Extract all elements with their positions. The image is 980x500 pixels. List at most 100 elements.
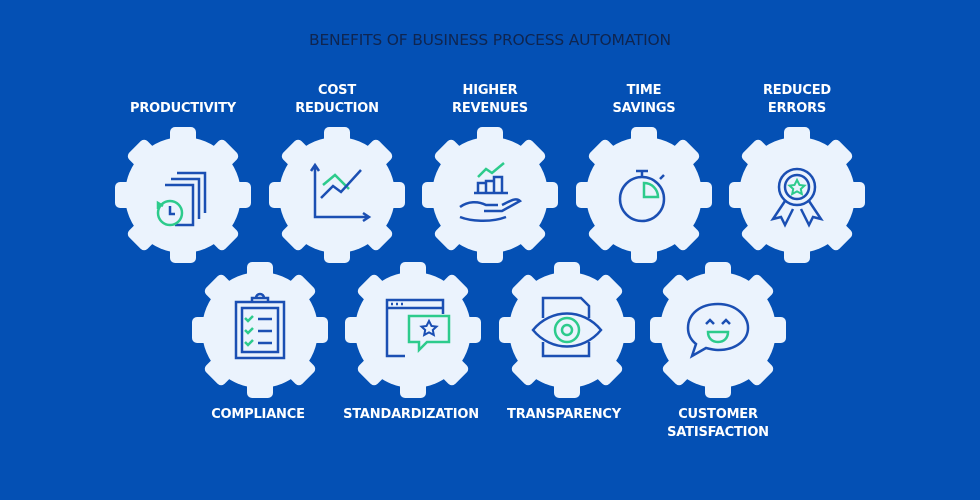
gear-tooth	[247, 378, 273, 398]
gear-tooth	[115, 182, 135, 208]
gear-tooth	[209, 221, 239, 251]
gear-tooth	[324, 127, 350, 147]
gear-tooth	[554, 262, 580, 282]
gear-tooth	[650, 317, 670, 343]
gear-tooth	[247, 262, 273, 282]
gear-tooth	[170, 243, 196, 263]
gear-tooth	[357, 356, 387, 386]
gear-tooth	[204, 274, 234, 304]
gear-tooth	[516, 139, 546, 169]
gear-tooth	[192, 317, 212, 343]
gear-tooth	[281, 221, 311, 251]
label-line: TRANSPARENCY	[507, 407, 621, 422]
gear-tooth	[269, 182, 289, 208]
gear-tooth	[670, 221, 700, 251]
gear-tooth	[434, 221, 464, 251]
gear-shape	[345, 262, 481, 398]
gear-tooth	[385, 182, 405, 208]
label-line: HIGHER	[462, 83, 518, 98]
gear-tooth	[538, 182, 558, 208]
gear-tooth	[705, 262, 731, 282]
label-line: SAVINGS	[612, 101, 676, 116]
gear-tooth	[741, 139, 771, 169]
gear-tooth	[231, 182, 251, 208]
gear-tooth	[588, 221, 618, 251]
gear-tooth	[363, 221, 393, 251]
label-customer-satisfaction: CUSTOMER SATISFACTION	[633, 406, 803, 442]
gear-customer-satisfaction	[648, 260, 788, 400]
gear-tooth	[784, 127, 810, 147]
gear-tooth	[823, 139, 853, 169]
gear-shape	[422, 127, 558, 263]
gear-tooth	[400, 378, 426, 398]
gear-tooth	[593, 356, 623, 386]
clock-documents-icon	[156, 171, 207, 227]
gear-tooth	[662, 274, 692, 304]
label-line: CUSTOMER	[678, 407, 758, 422]
gear-tooth	[286, 274, 316, 304]
gear-tooth	[434, 139, 464, 169]
label-line: PRODUCTIVITY	[130, 101, 236, 116]
gear-tooth	[554, 378, 580, 398]
gear-tooth	[170, 127, 196, 147]
gear-tooth	[744, 356, 774, 386]
gear-tooth	[729, 182, 749, 208]
label-line: TIME	[626, 83, 662, 98]
gear-tooth	[593, 274, 623, 304]
gear-tooth	[705, 378, 731, 398]
gear-transparency	[497, 260, 637, 400]
gear-shape	[499, 262, 635, 398]
gear-tooth	[281, 139, 311, 169]
gear-tooth	[631, 127, 657, 147]
gear-standardization	[343, 260, 483, 400]
label-line: SATISFACTION	[667, 425, 769, 440]
gear-tooth	[439, 356, 469, 386]
gear-tooth	[477, 243, 503, 263]
gear-tooth	[692, 182, 712, 208]
gear-tooth	[439, 274, 469, 304]
gear-tooth	[588, 139, 618, 169]
gear-tooth	[127, 139, 157, 169]
gear-cost-reduction	[267, 125, 407, 265]
label-cost-reduction: COST REDUCTION	[252, 82, 422, 118]
gear-shape	[115, 127, 251, 263]
gear-tooth	[766, 317, 786, 343]
label-time-savings: TIME SAVINGS	[559, 82, 729, 118]
label-line: REDUCED	[762, 83, 832, 98]
hand-bar-chart-icon	[459, 162, 523, 222]
label-compliance: COMPLIANCE	[173, 406, 343, 424]
smile-chat-icon	[686, 302, 750, 359]
page-title: BENEFITS OF BUSINESS PROCESS AUTOMATION	[309, 31, 671, 49]
label-line: STANDARDIZATION	[343, 407, 479, 422]
gear-tooth	[631, 243, 657, 263]
gear-tooth	[204, 356, 234, 386]
gear-tooth	[744, 274, 774, 304]
gear-tooth	[400, 262, 426, 282]
gear-tooth	[286, 356, 316, 386]
gear-tooth	[823, 221, 853, 251]
gear-tooth	[209, 139, 239, 169]
gear-tooth	[845, 182, 865, 208]
gear-productivity	[113, 125, 253, 265]
stopwatch-icon	[618, 169, 666, 223]
gear-tooth	[516, 221, 546, 251]
gear-shape	[650, 262, 786, 398]
browser-star-icon	[385, 298, 451, 358]
gear-shape	[729, 127, 865, 263]
gear-tooth	[670, 139, 700, 169]
award-ribbon-icon	[770, 167, 824, 228]
document-eye-icon	[531, 296, 603, 358]
label-line: REDUCTION	[295, 101, 379, 116]
gear-higher-revenues	[420, 125, 560, 265]
label-transparency: TRANSPARENCY	[479, 406, 649, 424]
gear-tooth	[422, 182, 442, 208]
label-line: COST	[317, 83, 357, 98]
gear-tooth	[127, 221, 157, 251]
gear-tooth	[477, 127, 503, 147]
gear-tooth	[363, 139, 393, 169]
gear-tooth	[784, 243, 810, 263]
clipboard-checklist-icon	[234, 292, 286, 360]
gear-tooth	[461, 317, 481, 343]
